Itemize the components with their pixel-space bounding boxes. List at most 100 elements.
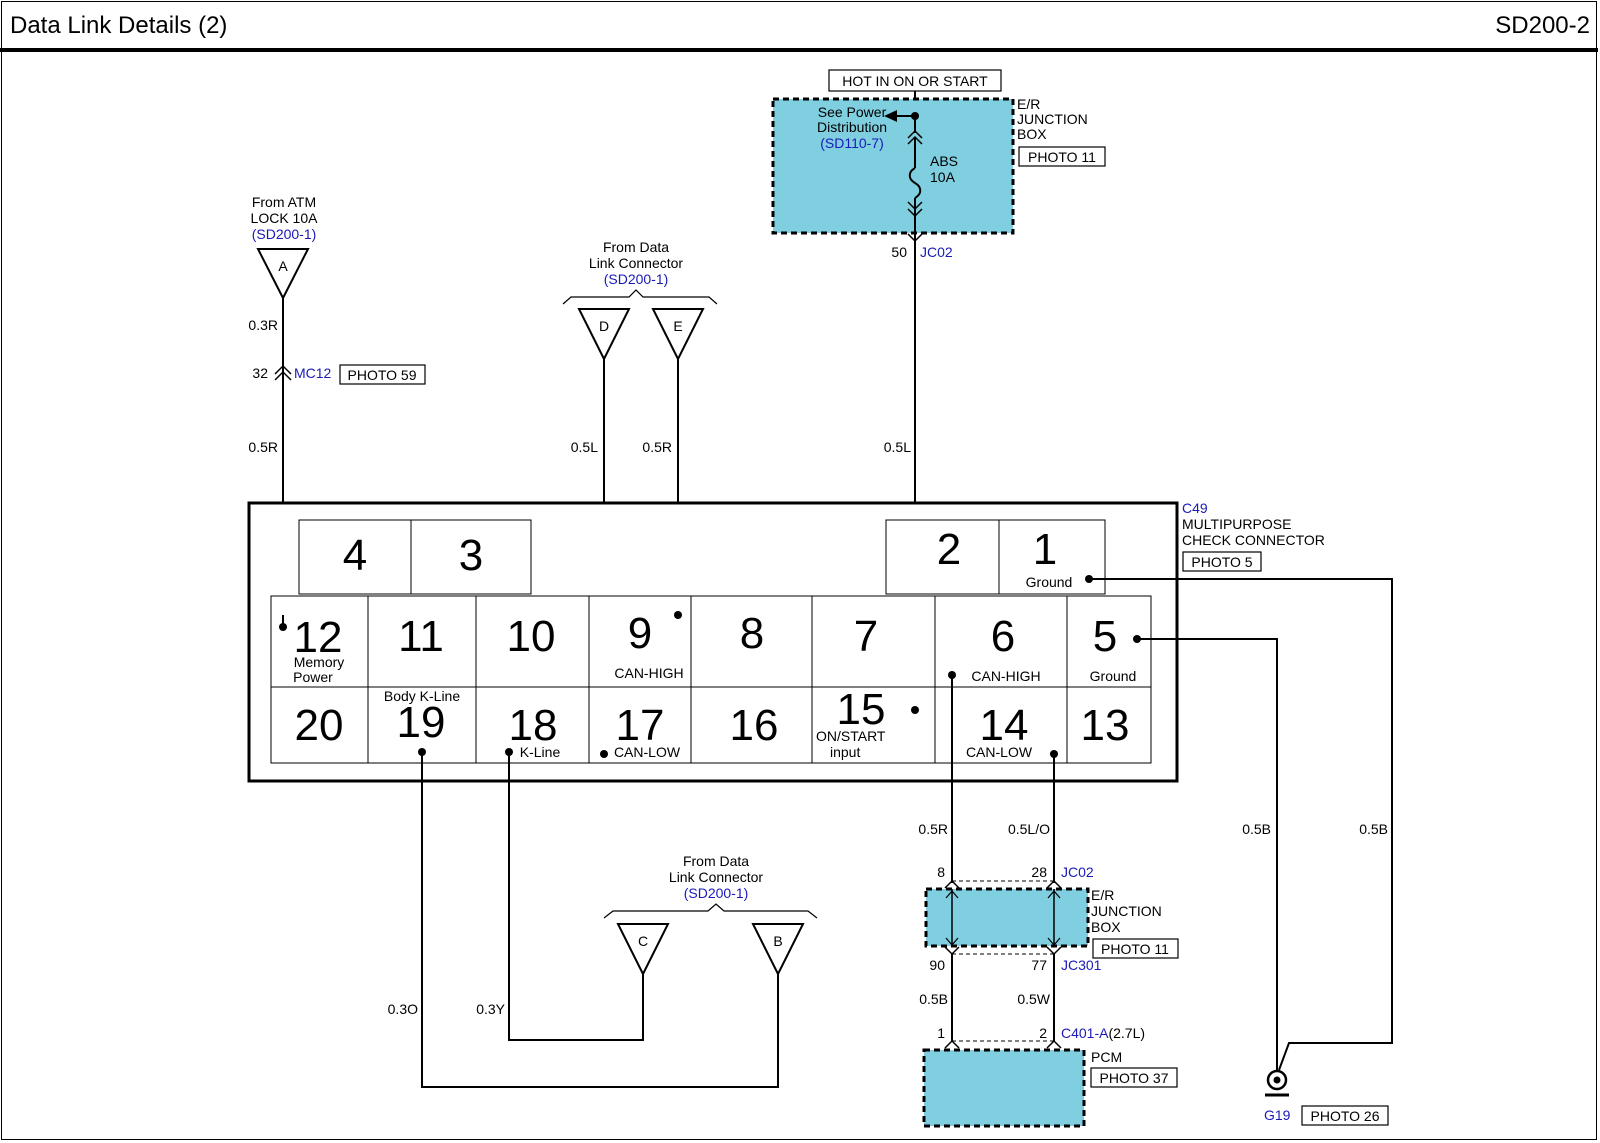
dlc-cb-label-1: From Data <box>683 853 749 869</box>
wire-label-pin19: 0.3O <box>388 1001 418 1017</box>
pin-18-label: K-Line <box>520 744 561 760</box>
pin-5-label: Ground <box>1090 668 1137 684</box>
pin-18: 18 <box>509 701 558 750</box>
dlc-de-label-1: From Data <box>603 239 669 255</box>
arrow-left-icon <box>884 110 897 122</box>
conn-jc301: JC301 <box>1061 957 1102 973</box>
c49-ref: C49 <box>1182 500 1208 516</box>
pcm-shape <box>922 1048 1086 1128</box>
connector-b-triangle <box>751 923 805 977</box>
pin-2: 2 <box>937 525 961 574</box>
bracket <box>603 903 818 919</box>
hot-label: HOT IN ON OR START <box>842 73 988 89</box>
wire-label-pin14: 0.5L/O <box>1008 821 1050 837</box>
connector-chevron-icon <box>907 233 923 243</box>
pin-4: 4 <box>343 531 367 580</box>
pin-10: 10 <box>507 612 556 661</box>
pin-7: 7 <box>854 612 878 661</box>
pin-12-label-2: Power <box>293 669 333 685</box>
connector-chevron-icon <box>907 135 923 145</box>
wire-label-d: 0.5L <box>571 439 598 455</box>
atm-lock-source: From ATM LOCK 10A (SD200-1) A 0.3R 32 MC… <box>248 194 426 615</box>
bottom-jb-label-2: JUNCTION <box>1091 903 1162 919</box>
pin-5: 5 <box>1093 612 1117 661</box>
see-power-ref: (SD110-7) <box>820 135 884 151</box>
connector-c-letter: C <box>638 933 648 949</box>
c49-photo: PHOTO 5 <box>1191 554 1252 570</box>
pin-19: 19 <box>397 698 446 747</box>
distribution-label: Distribution <box>817 119 887 135</box>
c49-label-1: MULTIPURPOSE <box>1182 516 1291 532</box>
pin-12: 12 <box>294 613 343 662</box>
wire-pin19 <box>421 752 779 1088</box>
c49-outline <box>247 501 1179 783</box>
wire-label-e: 0.5R <box>642 439 672 455</box>
connector-a-triangle <box>256 248 310 301</box>
pin-20: 20 <box>295 701 344 750</box>
pin-15-label-1: ON/START <box>816 728 886 744</box>
double-arrow-icon <box>1047 890 1061 946</box>
svg-text:C401-A(2.7L): C401-A(2.7L) <box>1061 1025 1145 1041</box>
connector-chevron-icon <box>907 208 923 218</box>
conn-mc12: MC12 <box>294 365 332 381</box>
wire-label-atm-bot: 0.5R <box>248 439 278 455</box>
pin-9-label: CAN-HIGH <box>614 665 683 681</box>
connector-chevron-icon <box>907 201 923 211</box>
bottom-jb-shape <box>924 887 1090 948</box>
bottom-junction-box: 0.5R 0.5L/O 8 28 JC02 E/R JUNCTION BOX P… <box>918 675 1179 1041</box>
pin-8-jc02: 8 <box>937 864 945 880</box>
connector-chevron-icon <box>274 370 292 381</box>
pin-28-jc02: 28 <box>1031 864 1047 880</box>
pin-50: 50 <box>891 244 907 260</box>
connector-e-triangle <box>651 308 705 362</box>
pin-3: 3 <box>459 531 483 580</box>
c49-connector: C49 MULTIPURPOSE CHECK CONNECTOR PHOTO 5… <box>247 500 1325 783</box>
connector-chevron-icon <box>944 946 960 956</box>
pin-11: 11 <box>398 612 444 661</box>
connector-chevron-icon <box>1046 1039 1062 1049</box>
mc12-photo: PHOTO 59 <box>348 367 417 383</box>
pin-6: 6 <box>991 612 1015 661</box>
page-code: SD200-2 <box>1495 12 1590 39</box>
connector-chevron-icon <box>907 129 923 139</box>
pin-1: 1 <box>1033 525 1057 574</box>
wire-label-pin6: 0.5R <box>918 821 948 837</box>
double-arrow-icon <box>945 890 959 946</box>
connector-d-letter: D <box>599 318 609 334</box>
wire-pin5 <box>1137 638 1278 1070</box>
wire-label-pcm-2: 0.5W <box>1017 991 1050 1007</box>
connector-chevron-icon <box>1046 946 1062 956</box>
bottom-jb-label-3: BOX <box>1091 919 1121 935</box>
pcm-photo: PHOTO 37 <box>1100 1070 1169 1086</box>
dlc-cb-ref: (SD200-1) <box>684 885 749 901</box>
jb-photo: PHOTO 11 <box>1028 149 1096 165</box>
pin-12-label-1: Memory <box>294 654 345 670</box>
pin-6-label: CAN-HIGH <box>971 668 1040 684</box>
connector-a-letter: A <box>278 258 288 274</box>
atm-ref: (SD200-1) <box>252 226 317 242</box>
pcm-pin-2: 2 <box>1039 1025 1047 1041</box>
ground-photo: PHOTO 26 <box>1311 1108 1380 1124</box>
pin-16: 16 <box>730 701 779 750</box>
wire-label-pin18: 0.3Y <box>476 1001 505 1017</box>
top-junction-box: HOT IN ON OR START See Power Distributio… <box>771 69 1106 710</box>
see-power-label: See Power <box>818 104 887 120</box>
bottom-jb-photo: PHOTO 11 <box>1101 941 1169 957</box>
page-header: Data Link Details (2) SD200-2 <box>0 0 1598 52</box>
pin-13: 13 <box>1081 701 1130 750</box>
dlc-cb-source: From Data Link Connector (SD200-1) C B 0… <box>388 752 818 1088</box>
pin-1-label: Ground <box>1026 574 1073 590</box>
wire-label-pcm-1: 0.5B <box>919 991 948 1007</box>
ground-ref: G19 <box>1264 1107 1291 1123</box>
connector-e-letter: E <box>673 318 682 334</box>
pin-14: 14 <box>980 701 1029 750</box>
pin-8: 8 <box>740 609 764 658</box>
pcm-label: PCM <box>1091 1049 1122 1065</box>
conn-c401a-suffix: (2.7L) <box>1108 1025 1145 1041</box>
wire-label-pin5: 0.5B <box>1242 821 1271 837</box>
wire-pin1 <box>1089 578 1393 1071</box>
connector-chevron-icon <box>1046 879 1062 889</box>
connector-c-triangle <box>616 923 670 977</box>
junction-box-shape <box>771 97 1015 235</box>
